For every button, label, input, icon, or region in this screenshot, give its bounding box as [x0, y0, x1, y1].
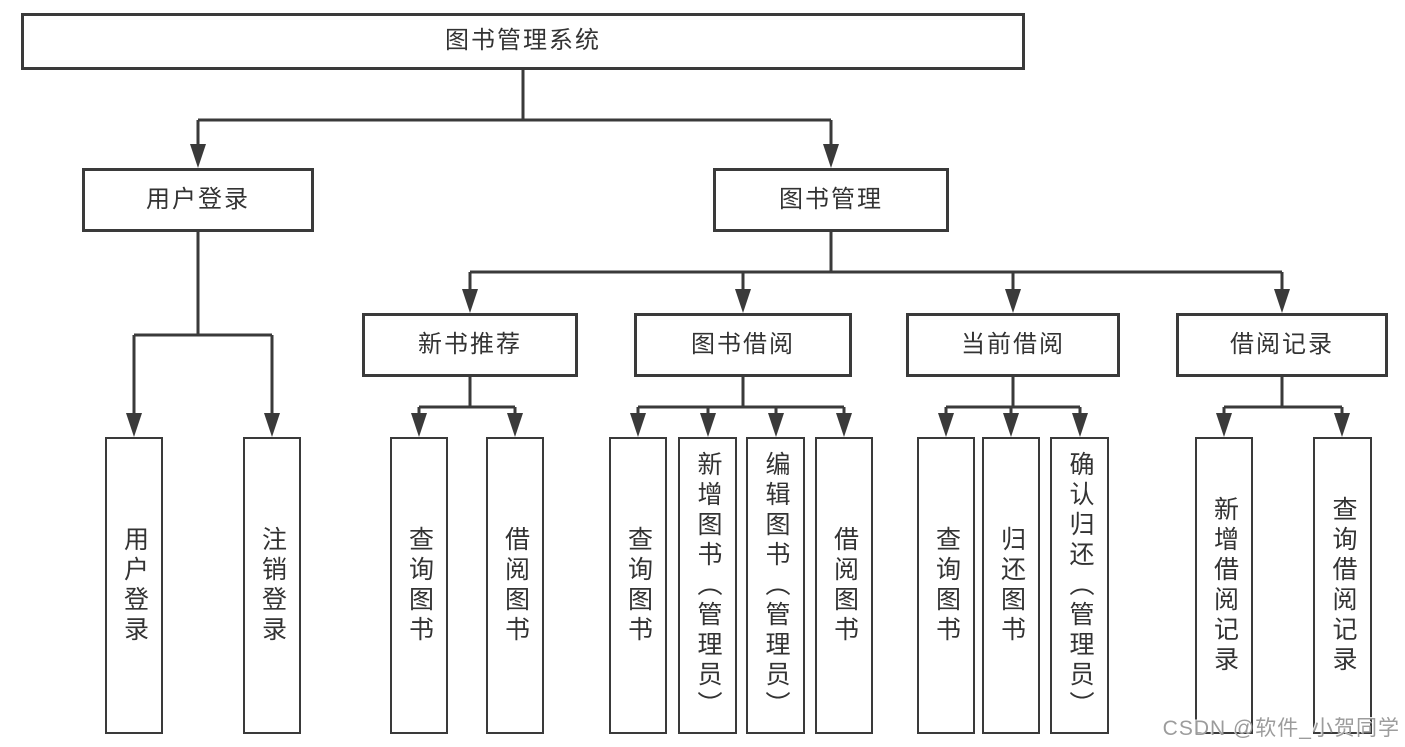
leaf-current-query-books: 查询图书 [917, 437, 975, 734]
connector-book-mgmt-to-level3 [462, 232, 1290, 313]
leaf-records-query-record: 查询借阅记录 [1313, 437, 1372, 734]
connector-new-book-to-leaves [411, 377, 523, 437]
connector-borrow-records-to-leaves [1216, 377, 1350, 437]
node-new-book-recommend: 新书推荐 [362, 313, 578, 377]
node-system-root: 图书管理系统 [21, 13, 1025, 70]
leaf-records-add-record: 新增借阅记录 [1195, 437, 1253, 734]
csdn-watermark: CSDN @软件_小贺同学 [1162, 717, 1400, 740]
leaf-current-return-books: 归还图书 [982, 437, 1040, 734]
leaf-newbook-borrow-books: 借阅图书 [486, 437, 544, 734]
node-borrow-records: 借阅记录 [1176, 313, 1388, 377]
connector-root-to-level2 [190, 70, 839, 168]
leaf-borrow-borrow-books: 借阅图书 [815, 437, 873, 734]
node-user-login: 用户登录 [82, 168, 314, 232]
node-book-borrow: 图书借阅 [634, 313, 852, 377]
leaf-borrow-add-books-admin: 新增图书（管理员） [678, 437, 737, 734]
node-current-borrow: 当前借阅 [906, 313, 1120, 377]
leaf-newbook-query-books: 查询图书 [390, 437, 448, 734]
connector-user-login-to-leaves [126, 232, 280, 437]
leaf-user-login: 用户登录 [105, 437, 163, 734]
leaf-logout: 注销登录 [243, 437, 301, 734]
node-book-management: 图书管理 [713, 168, 949, 232]
leaf-borrow-edit-books-admin: 编辑图书（管理员） [746, 437, 805, 734]
connector-book-borrow-to-leaves [630, 377, 852, 437]
leaf-borrow-query-books: 查询图书 [609, 437, 667, 734]
connector-current-borrow-to-leaves [938, 377, 1088, 437]
leaf-current-confirm-return-admin: 确认归还（管理员） [1050, 437, 1109, 734]
